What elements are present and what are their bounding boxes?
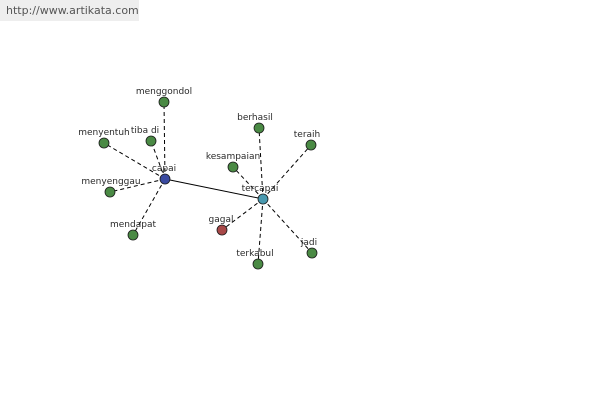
label-tiba-di: tiba di (131, 126, 159, 136)
edge-tercapai-berhasil (258, 127, 264, 200)
edge-capai-menyenggau (109, 178, 166, 193)
node-capai[interactable] (159, 173, 171, 185)
label-berhasil: berhasil (237, 113, 273, 123)
node-berhasil[interactable] (253, 122, 265, 134)
node-terkabul[interactable] (252, 258, 264, 270)
node-gagal[interactable] (216, 224, 228, 236)
edge-tercapai-jadi (262, 198, 313, 254)
label-gagal: gagal (209, 215, 234, 225)
node-jadi[interactable] (306, 247, 318, 259)
node-menggondol[interactable] (158, 96, 170, 108)
label-mendapat: mendapat (110, 220, 156, 230)
node-tercapai[interactable] (257, 193, 269, 205)
label-jadi: jadi (300, 238, 317, 248)
label-menyenggau: menyenggau (81, 177, 140, 187)
edge-tercapai-teraih (262, 144, 312, 200)
label-teraih: teraih (294, 130, 321, 140)
label-menyentuh: menyentuh (78, 128, 130, 138)
label-kesampaian: kesampaian (206, 152, 260, 162)
node-kesampaian[interactable] (227, 161, 239, 173)
url-banner[interactable]: http://www.artikata.com (0, 0, 139, 21)
edge-capai-tercapai (164, 178, 264, 200)
node-teraih[interactable] (305, 139, 317, 151)
edge-tercapai-terkabul (257, 198, 264, 265)
label-menggondol: menggondol (136, 87, 192, 97)
node-menyentuh[interactable] (98, 137, 110, 149)
node-tiba-di[interactable] (145, 135, 157, 147)
node-mendapat[interactable] (127, 229, 139, 241)
edge-tercapai-gagal (221, 198, 264, 231)
label-capai: capai (152, 164, 176, 174)
edge-capai-mendapat (132, 178, 166, 236)
edge-capai-menyentuh (103, 142, 166, 180)
edge-capai-menggondol (163, 101, 166, 180)
node-menyenggau[interactable] (104, 186, 116, 198)
edge-tercapai-kesampaian (232, 166, 264, 200)
label-tercapai: tercapai (242, 184, 279, 194)
label-terkabul: terkabul (236, 249, 273, 259)
